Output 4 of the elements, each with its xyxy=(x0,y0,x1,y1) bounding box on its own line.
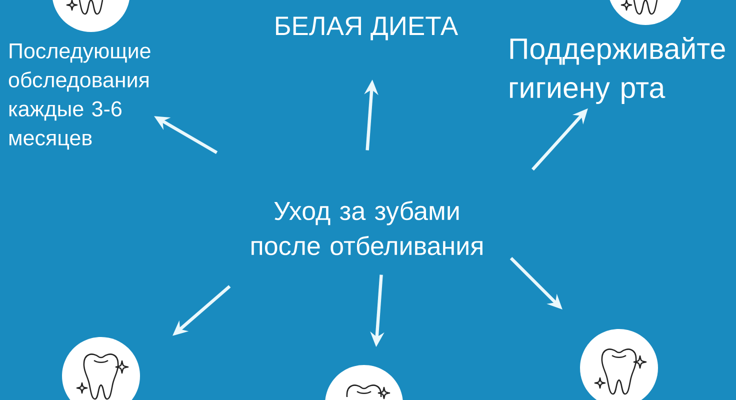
item-label: Последующие обследования каждые 3-6 месяцев xyxy=(8,44,150,150)
item-label: Поддерживайте гигиену рта xyxy=(510,37,725,104)
topic-label: Уход за зубами после отбеливания xyxy=(252,200,482,256)
item-label: БЕЛАЯ ДИЕТА xyxy=(276,16,458,40)
